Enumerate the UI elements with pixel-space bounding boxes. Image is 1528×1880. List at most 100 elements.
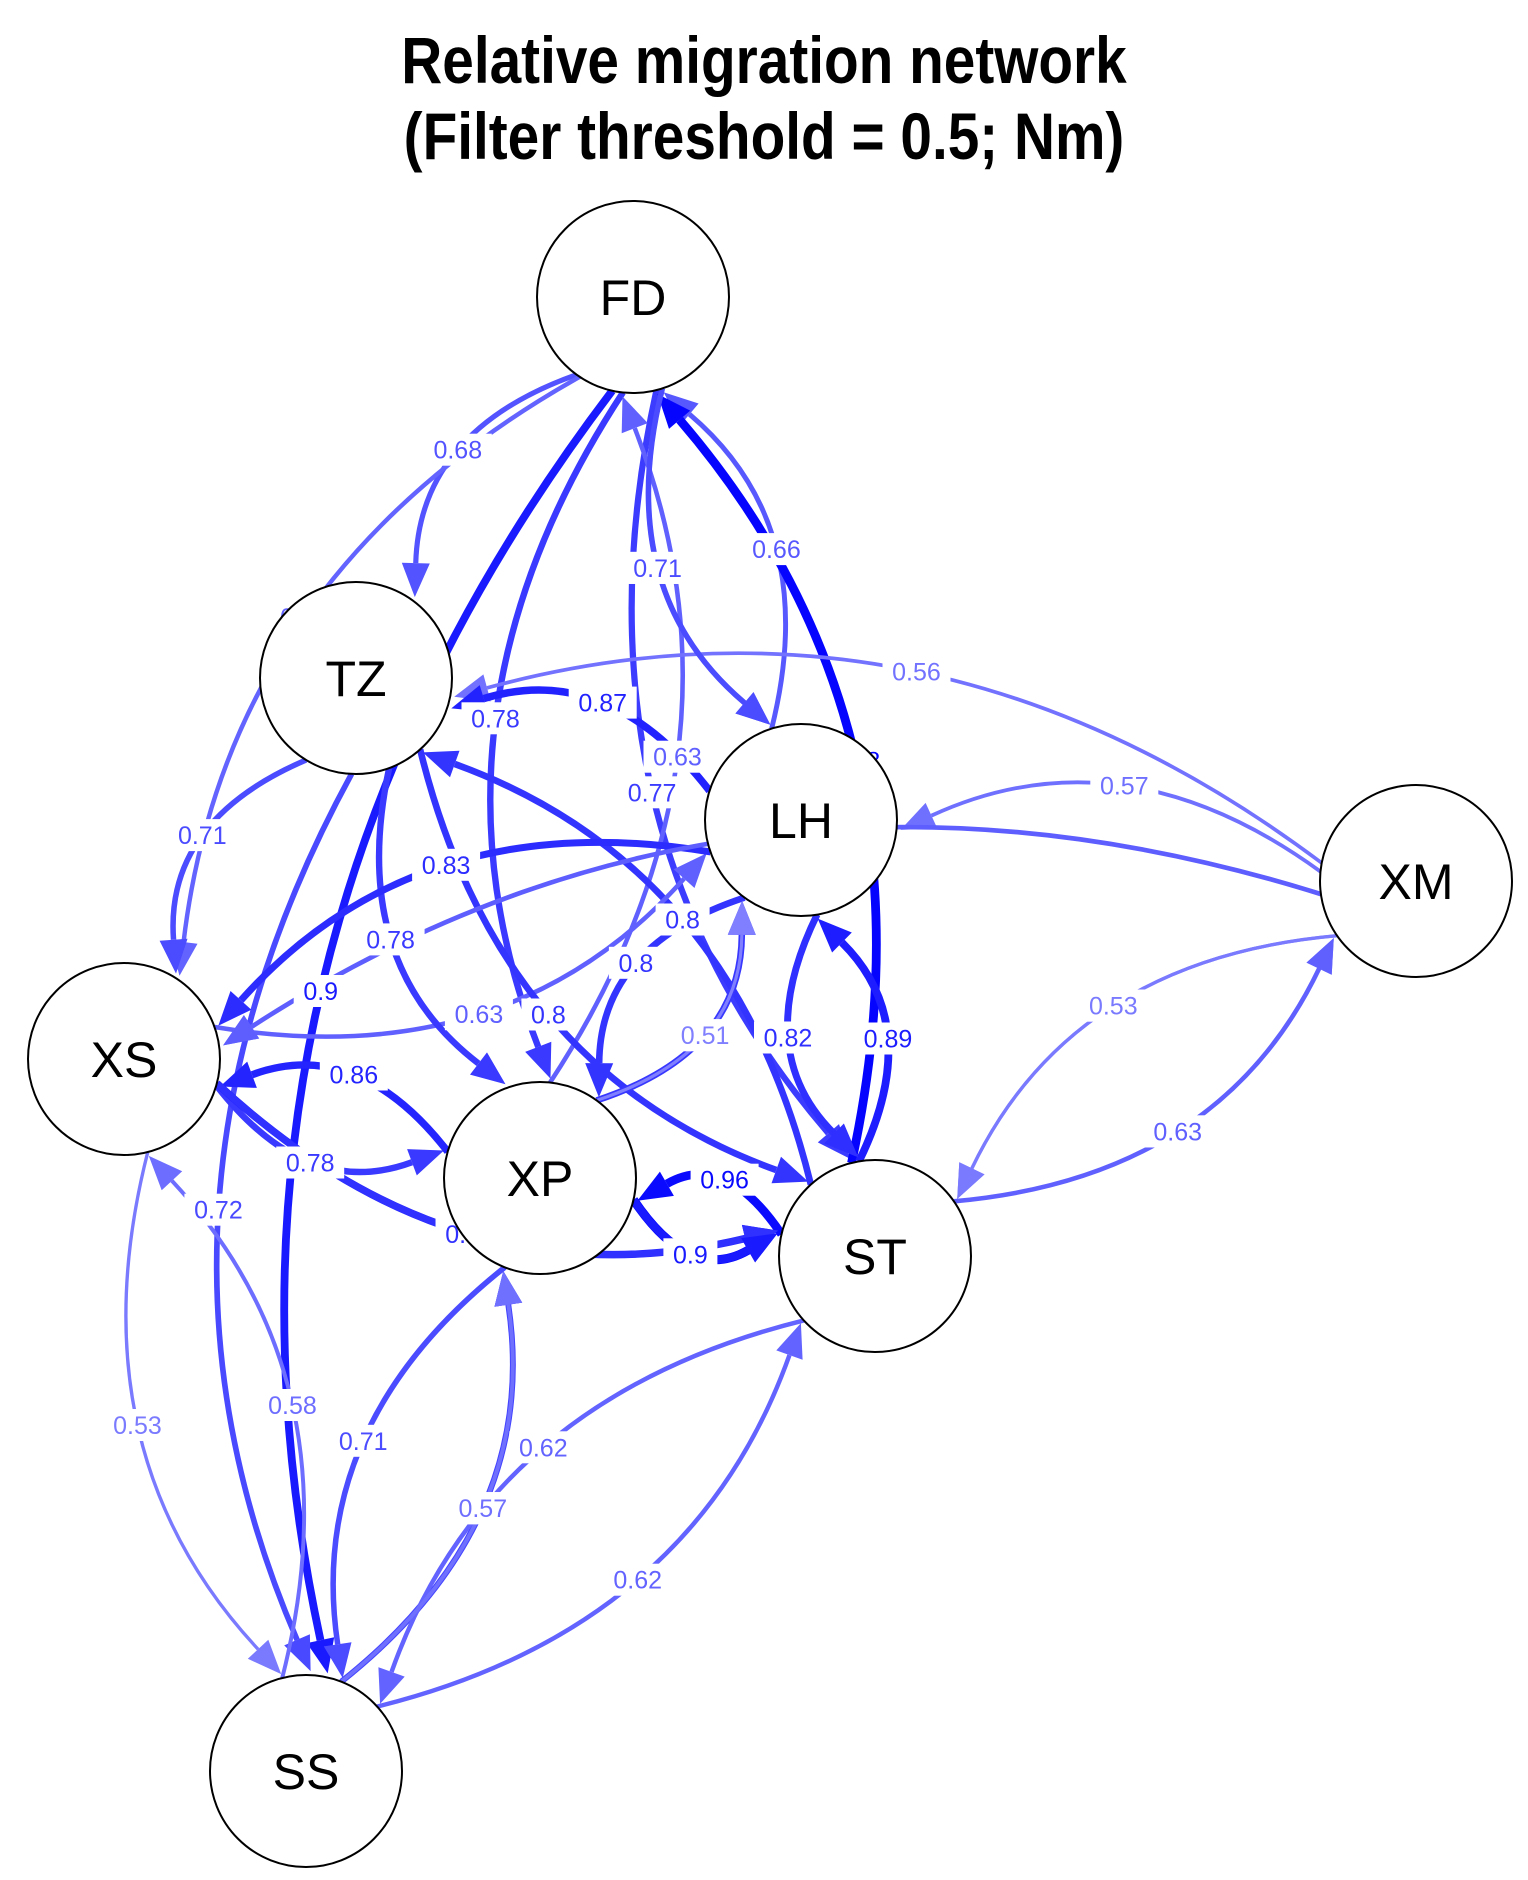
edge-value: 0.77	[628, 779, 677, 807]
edge-label-ST-SS: 0.62	[509, 1431, 578, 1464]
node-ST: ST	[778, 1159, 972, 1353]
arrowhead-XP-XS	[220, 1061, 257, 1088]
node-XS: XS	[27, 962, 221, 1156]
edge-label-XM-ST: 0.53	[1079, 989, 1148, 1022]
edge-label-TZ-XS: 0.71	[168, 819, 237, 852]
edge-label-bg	[509, 1431, 578, 1464]
edge-label-bg	[655, 903, 710, 936]
edge-label-FD-LH: 0.71	[623, 551, 692, 584]
edge-value: 0.8	[619, 950, 654, 978]
edge-value: 0.96	[700, 1167, 749, 1195]
edge-label-bg	[690, 1163, 759, 1196]
edge-value: 0.53	[113, 1412, 162, 1440]
edge-label-SS-XS: 0.58	[258, 1389, 327, 1421]
edge-label-XP-ST: 0.9	[663, 1238, 718, 1271]
arrowhead-XP-ST	[741, 1233, 778, 1263]
edge-labels-layer: 0.680.620.660.770.780.90.630.660.980.560…	[103, 433, 1212, 1596]
edge-value: 0.86	[329, 1062, 378, 1090]
edge-value: 0.63	[653, 744, 702, 772]
edge-label-TZ-SS: 0.72	[184, 1193, 253, 1226]
node-label: FD	[600, 270, 667, 326]
node-XM: XM	[1319, 784, 1513, 978]
edge-label-ST-XP: 0.96	[690, 1163, 759, 1196]
arrowhead-ST-XM	[1306, 938, 1334, 975]
edge-label-LH-ST: 0.82	[754, 1021, 822, 1054]
edge-label-bg	[608, 946, 663, 979]
edge-label-ST-LH: 0.89	[854, 1022, 922, 1055]
edge-value: 0.63	[1153, 1118, 1202, 1146]
edge-label-bg	[103, 1409, 172, 1441]
arrowhead-ST-SS	[378, 1667, 405, 1704]
edge-value: 0.83	[422, 852, 471, 880]
arrowhead-TZ-XP	[470, 1052, 506, 1085]
node-XP: XP	[443, 1081, 637, 1275]
edge-label-XS-LH: 0.63	[444, 998, 513, 1031]
edge-label-bg	[293, 975, 348, 1007]
edge-label-TZ-ST: 0.8	[521, 998, 576, 1031]
edge-label-XS-XP: 0.78	[276, 1146, 345, 1179]
node-label: LH	[769, 793, 833, 849]
edge-label-bg	[423, 433, 492, 466]
edge-label-FD-SS: 0.9	[293, 975, 348, 1007]
arrowhead-ST-FD	[657, 394, 691, 429]
edge-label-LH-TZ: 0.87	[568, 686, 637, 719]
edge-label-bg	[568, 686, 637, 719]
edge-value: 0.89	[864, 1026, 913, 1054]
edge-label-ST-XM: 0.63	[1143, 1115, 1212, 1148]
edge-label-bg	[663, 1238, 718, 1271]
edge-label-XM-TZ: 0.56	[882, 655, 951, 688]
arrowhead-XP-SS	[323, 1642, 352, 1678]
edge-label-bg	[742, 533, 811, 566]
arrowhead-LH-XS	[218, 991, 252, 1026]
edge-label-bg	[671, 1019, 740, 1052]
edge-value: 0.82	[764, 1025, 813, 1053]
edge-label-bg	[521, 998, 576, 1031]
title-line-1: Relative migration network	[401, 23, 1127, 97]
edge-label-bg	[444, 998, 513, 1031]
node-circle	[1319, 784, 1513, 978]
arrowhead-XS-LH	[673, 853, 707, 888]
edge-value: 0.71	[633, 555, 682, 583]
node-label: XS	[91, 1032, 158, 1088]
edge-value: 0.62	[613, 1567, 662, 1595]
edge-label-bg	[184, 1193, 253, 1226]
node-label: XP	[507, 1151, 574, 1207]
edge-label-bg	[754, 1021, 822, 1054]
arrowhead-XP-FD	[621, 396, 648, 434]
node-circle	[536, 200, 730, 394]
edge-XS-SS	[124, 1151, 260, 1651]
edge-label-bg	[276, 1146, 345, 1179]
arrowhead-XM-LH	[900, 802, 938, 830]
arrowhead-SS-XS	[148, 1155, 183, 1191]
node-circle	[27, 962, 221, 1156]
edge-label-XP-SS: 0.71	[329, 1424, 398, 1457]
arrowhead-SS-XP	[494, 1271, 523, 1307]
edge-value: 0.63	[455, 1001, 504, 1029]
edge-label-FD-XP: 0.78	[461, 702, 530, 735]
edge-label-XP-LH: 0.51	[671, 1019, 740, 1052]
arrowhead-FD-TZ	[401, 562, 430, 598]
edge-label-bg	[623, 551, 692, 584]
edge-label-FD-TZ: 0.68	[423, 433, 492, 466]
edge-value: 0.72	[194, 1197, 243, 1225]
edge-label-bg	[603, 1563, 672, 1596]
node-circle	[209, 1674, 403, 1868]
edge-value: 0.71	[339, 1428, 388, 1456]
node-label: TZ	[325, 651, 386, 707]
edge-label-bg	[356, 923, 425, 956]
arrowhead-SS-ST	[776, 1323, 803, 1360]
arrowhead-XS-XP	[407, 1149, 444, 1176]
edge-label-bg	[1079, 989, 1148, 1022]
arrowhead-TZ-XS	[159, 938, 188, 974]
node-LH: LH	[704, 723, 898, 917]
edge-label-bg	[412, 848, 481, 881]
edge-label-bg	[168, 819, 237, 852]
node-TZ: TZ	[259, 581, 453, 775]
edge-label-TZ-XP: 0.78	[356, 923, 425, 956]
edge-label-bg	[618, 776, 687, 809]
edge-label-LH-XS: 0.83	[412, 848, 481, 881]
arrowhead-FD-LH	[735, 692, 771, 725]
edge-label-bg	[1090, 769, 1159, 802]
title-line-2: (Filter threshold = 0.5; Nm)	[403, 99, 1125, 173]
